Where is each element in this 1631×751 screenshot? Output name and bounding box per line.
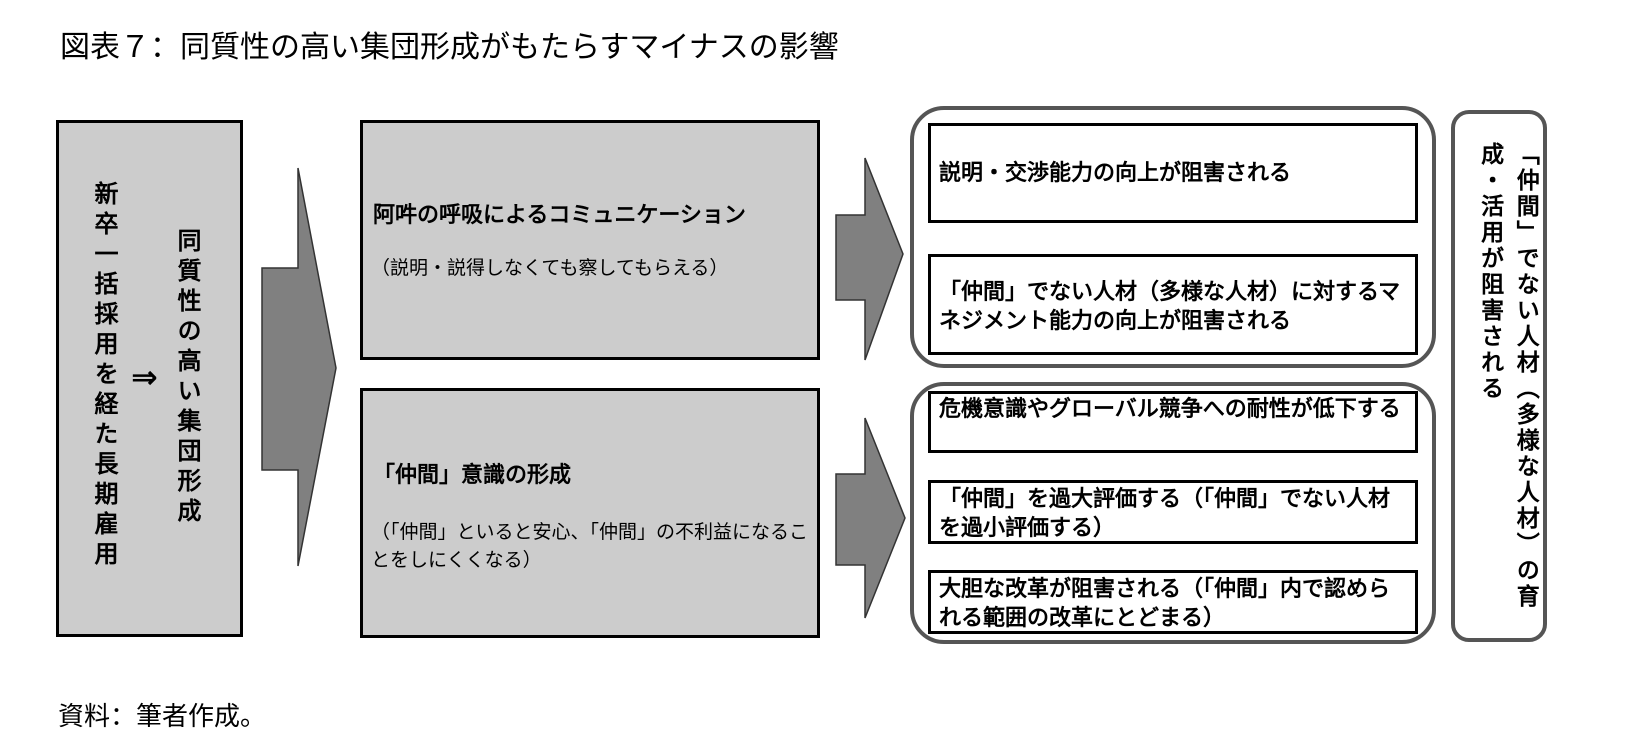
effect-box: 危機意識やグローバル競争への耐性が低下する [928,391,1418,453]
communication-title: 阿吽の呼吸によるコミュニケーション [373,203,746,228]
effects-group-top [910,106,1436,368]
fellowship-box: 「仲間」意識の形成 （「仲間」といると安心、「仲間」の不利益になることをしにくく… [360,388,820,638]
figure-title: 図表７：同質性の高い集団形成がもたらすマイナスの影響 [60,30,839,65]
communication-box: 阿吽の呼吸によるコミュニケーション （説明・説得しなくても察してもらえる） [360,120,820,360]
homogeneous-group-label: 同質性の高い集団形成 [173,228,201,528]
conclusion-box: 「仲間」でない人材（多様な人材）の育成・活用が阻害される [1451,110,1547,642]
hiring-box [56,120,243,637]
fellowship-title: 「仲間」意識の形成 [373,463,572,488]
effect-box: 「仲間」を過大評価する（「仲間」でない人材を過小評価する） [928,480,1418,544]
source-note: 資料：筆者作成。 [58,702,267,732]
effect-box: 大胆な改革が阻害される（「仲間」内で認められる範囲の改革にとどまる） [928,570,1418,634]
communication-subtitle: （説明・説得しなくても察してもらえる） [371,257,729,279]
hiring-label: 新卒一括採用を経た長期雇用 [90,181,118,571]
arrow-bottom [835,417,906,619]
effect-box: 説明・交渉能力の向上が阻害される [928,123,1418,223]
fellowship-subtitle: （「仲間」といると安心、「仲間」の不利益になることをしにくくなる） [371,521,809,571]
conclusion-text: 「仲間」でない人材（多様な人材）の育成・活用が阻害される [1476,142,1539,610]
effect-box: 「仲間」でない人材（多様な人材）に対するマネジメント能力の向上が阻害される [928,254,1418,355]
big-arrow [261,167,337,567]
effect-text: 説明・交渉能力の向上が阻害される [939,161,1292,186]
implies-arrow: ⇒ [131,358,158,396]
arrow-top [835,157,904,361]
effects-group-bottom [910,382,1436,644]
